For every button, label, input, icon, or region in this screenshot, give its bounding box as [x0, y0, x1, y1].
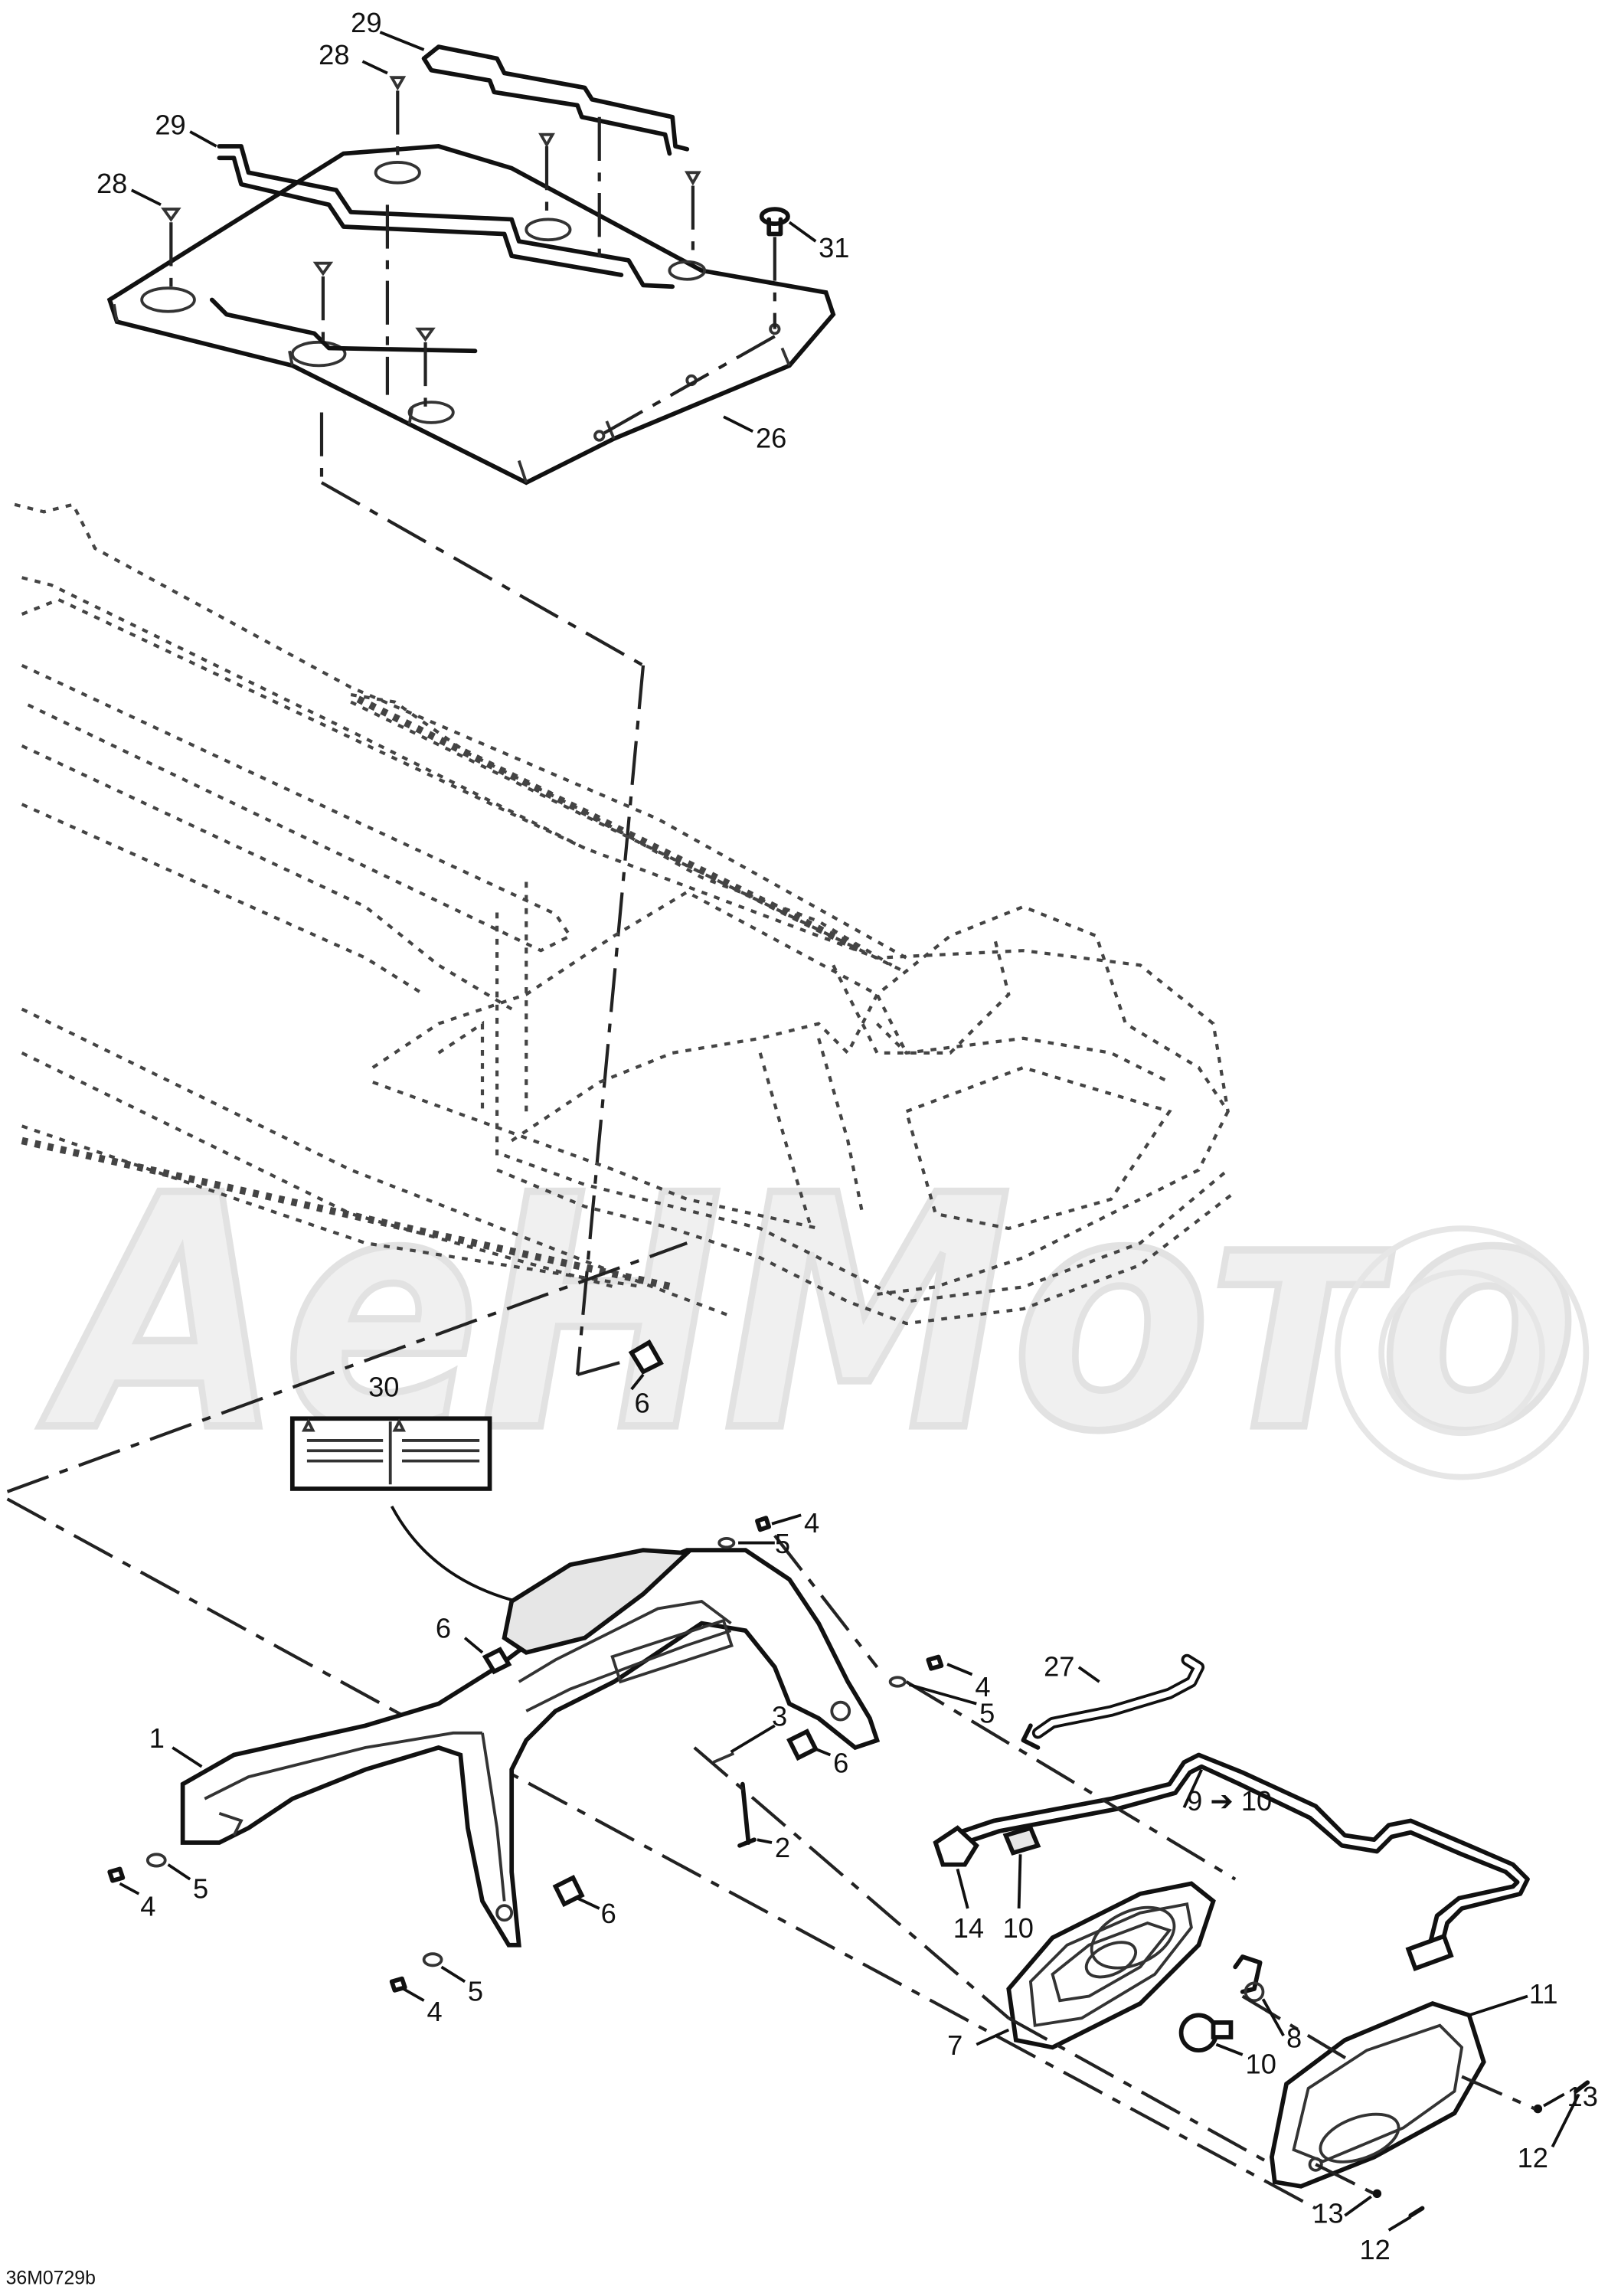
tail-light-housing-7	[1006, 1881, 1216, 2050]
callout-27: 27	[1044, 1650, 1074, 1682]
callout-6-top: 6	[635, 1388, 650, 1419]
callout-5-d: 5	[468, 1975, 483, 2007]
callouts: 29 28 29 28 31 26 6 30 4 5 6 27 4 5 1 3 …	[96, 7, 1598, 2265]
callout-29-lower: 29	[155, 110, 185, 141]
callout-3: 3	[772, 1700, 787, 1732]
callout-13-a: 13	[1567, 2081, 1598, 2112]
callout-7: 7	[947, 2029, 963, 2061]
callout-6-b: 6	[833, 1747, 848, 1778]
callout-9-10: 9 ➔ 10	[1187, 1785, 1272, 1817]
hardware	[107, 1339, 944, 1993]
push-rivet-31	[759, 207, 790, 237]
top-alignment-lines	[169, 90, 776, 1375]
watermark-text: АеНМото	[36, 1128, 1579, 1503]
callout-26: 26	[756, 422, 786, 453]
chassis-tunnel	[14, 502, 1237, 1326]
callout-10-b: 10	[1246, 2049, 1276, 2080]
callout-6-a: 6	[436, 1613, 451, 1644]
drawing-code: 36M0729b	[6, 2268, 96, 2289]
alignment-line-left	[6, 1241, 688, 1493]
strip-29-upper	[421, 44, 690, 156]
callout-4-d: 4	[427, 1996, 442, 2027]
callout-8: 8	[1286, 2022, 1302, 2053]
bulb-10	[1178, 2013, 1234, 2053]
callout-14: 14	[953, 1912, 984, 1944]
callout-12-a: 12	[1518, 2142, 1548, 2173]
callout-28-lower: 28	[96, 168, 127, 199]
callout-5-c: 5	[193, 1873, 208, 1905]
callout-13-b: 13	[1312, 2198, 1343, 2229]
callout-11: 11	[1529, 1978, 1558, 2010]
assembly-lines	[577, 1358, 1536, 2196]
callout-31: 31	[819, 232, 849, 263]
strip-29-lower	[209, 144, 675, 354]
callout-4-c: 4	[140, 1891, 155, 1922]
leader-lines	[119, 31, 1580, 2232]
callout-28-upper: 28	[319, 39, 349, 70]
plate-26	[106, 144, 836, 486]
callout-6-c: 6	[601, 1898, 616, 1929]
callout-30: 30	[368, 1372, 399, 1403]
callout-12-b: 12	[1359, 2234, 1390, 2265]
wiring-harness-9	[933, 1752, 1530, 1971]
callout-2: 2	[775, 1832, 790, 1863]
callout-5-a: 5	[775, 1528, 790, 1559]
fasteners-12-13	[1372, 2080, 1590, 2218]
clip-8	[1233, 1954, 1265, 2003]
callout-4-a: 4	[804, 1507, 819, 1539]
callout-4-b: 4	[975, 1671, 990, 1702]
callout-10-a: 10	[1003, 1912, 1034, 1944]
hook-rod-27	[1021, 1653, 1205, 1750]
watermark: АеНМото	[32, 1124, 1590, 1506]
callout-5-b: 5	[979, 1697, 995, 1729]
lens-11	[1270, 2001, 1486, 2189]
rear-bumper-1	[180, 1548, 881, 1948]
warning-label-30	[289, 1416, 556, 1611]
callout-29-upper: 29	[351, 7, 381, 38]
callout-1: 1	[149, 1722, 165, 1754]
screws-28	[161, 76, 701, 342]
